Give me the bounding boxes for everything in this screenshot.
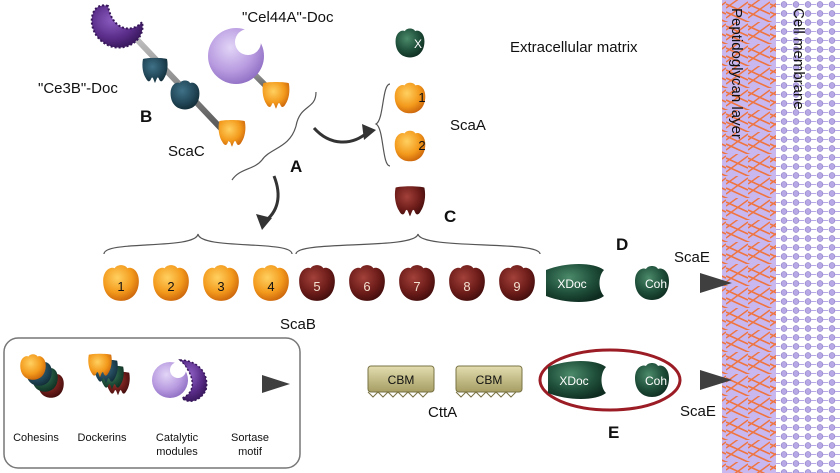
scaa-cohesin-group: 1 2 <box>394 82 426 162</box>
xdoc-module-bottom: XDoc <box>548 361 606 399</box>
letter-d: D <box>616 235 628 254</box>
ce3b-doc-label: "Ce3B"-Doc <box>38 80 118 97</box>
scab-cohesin-number: 8 <box>463 279 470 294</box>
scab-cohesin-number: 9 <box>513 279 520 294</box>
scab-cohesin-number: 4 <box>267 279 274 294</box>
sortase-arrow-bottom <box>700 370 732 390</box>
scab-cohesin-number: 2 <box>167 279 174 294</box>
arrow-to-scaa-head <box>362 124 376 140</box>
scaa-cohesin-number: 2 <box>418 138 425 153</box>
scab-cohesin-number: 5 <box>313 279 320 294</box>
coh-bottom-label: Coh <box>645 374 667 388</box>
extracellular-matrix-label: Extracellular matrix <box>510 39 638 56</box>
legend-sortase-label: Sortase <box>231 432 269 444</box>
coh-module-bottom: Coh <box>635 363 669 397</box>
scab-brown-cohesins: 5 6 7 8 9 <box>299 265 535 301</box>
scaa-dockerin <box>394 186 426 217</box>
scab-cohesin-number: 6 <box>363 279 370 294</box>
letter-a: A <box>290 157 302 176</box>
arrow-to-scab <box>263 175 280 224</box>
xdoc-bottom-label: XDoc <box>559 374 588 388</box>
cell-membrane-label: Cell membrane <box>790 8 807 110</box>
cel44a-catalytic-module <box>208 28 264 84</box>
xdoc-coh-highlight <box>538 348 682 412</box>
scaa-brace <box>374 83 391 167</box>
legend-catalytic-label: Catalytic <box>156 432 199 444</box>
legend-catalytic-icon <box>152 359 208 403</box>
scab-cohesin-number: 7 <box>413 279 420 294</box>
scab-cohesin-number: 3 <box>217 279 224 294</box>
sortase-arrow-top <box>700 273 732 293</box>
ctta-label: CttA <box>428 404 457 421</box>
scae-top-label: ScaE <box>674 249 710 266</box>
ce3b-dockerin <box>142 57 168 83</box>
scaa-label: ScaA <box>450 117 486 134</box>
cel44a-doc-label: "Cel44A"-Doc <box>242 9 334 26</box>
scaa-cohesin-number: 1 <box>418 90 425 105</box>
coh-module-top: Coh <box>635 266 669 300</box>
arrow-to-scab-head <box>256 214 272 230</box>
legend-dockerins-label: Dockerins <box>78 432 127 444</box>
cbm-module-1: CBM <box>367 365 435 398</box>
scab-orange-cohesins: 1 2 3 4 <box>103 265 289 301</box>
ce3b-catalytic-module <box>90 4 144 49</box>
arrow-to-scaa <box>312 126 369 144</box>
cel44a-dockerin <box>262 82 290 109</box>
legend-modules-label: modules <box>156 446 198 458</box>
legend-sortase-icon <box>226 375 290 393</box>
x-module-label: X <box>414 37 422 51</box>
legend-box <box>3 337 301 469</box>
cbm-2-label: CBM <box>476 373 503 387</box>
brace-a <box>231 91 317 181</box>
letter-b: B <box>140 107 152 126</box>
cell-membrane <box>776 0 840 473</box>
peptidoglycan-label: Peptidoglycan layer <box>728 8 745 139</box>
scab-label: ScaB <box>280 316 316 333</box>
scab-brace-brown <box>295 233 541 255</box>
peptidoglycan-layer <box>722 0 776 473</box>
letter-e: E <box>608 423 619 442</box>
cbm-1-label: CBM <box>388 373 415 387</box>
scac-dockerin <box>218 120 246 147</box>
cbm-module-2: CBM <box>455 365 523 398</box>
legend-motif-label: motif <box>238 446 263 458</box>
scab-brace-orange <box>103 233 293 255</box>
scae-bottom-label: ScaE <box>680 403 716 420</box>
scac-label: ScaC <box>168 143 205 160</box>
legend-cohesins-label: Cohesins <box>13 432 59 444</box>
xdoc-top-label: XDoc <box>557 277 586 291</box>
coh-top-label: Coh <box>645 277 667 291</box>
letter-c: C <box>444 207 456 226</box>
scab-cohesin-number: 1 <box>117 279 124 294</box>
xdoc-module-top: XDoc <box>546 264 604 302</box>
scac-cohesin <box>170 80 200 110</box>
